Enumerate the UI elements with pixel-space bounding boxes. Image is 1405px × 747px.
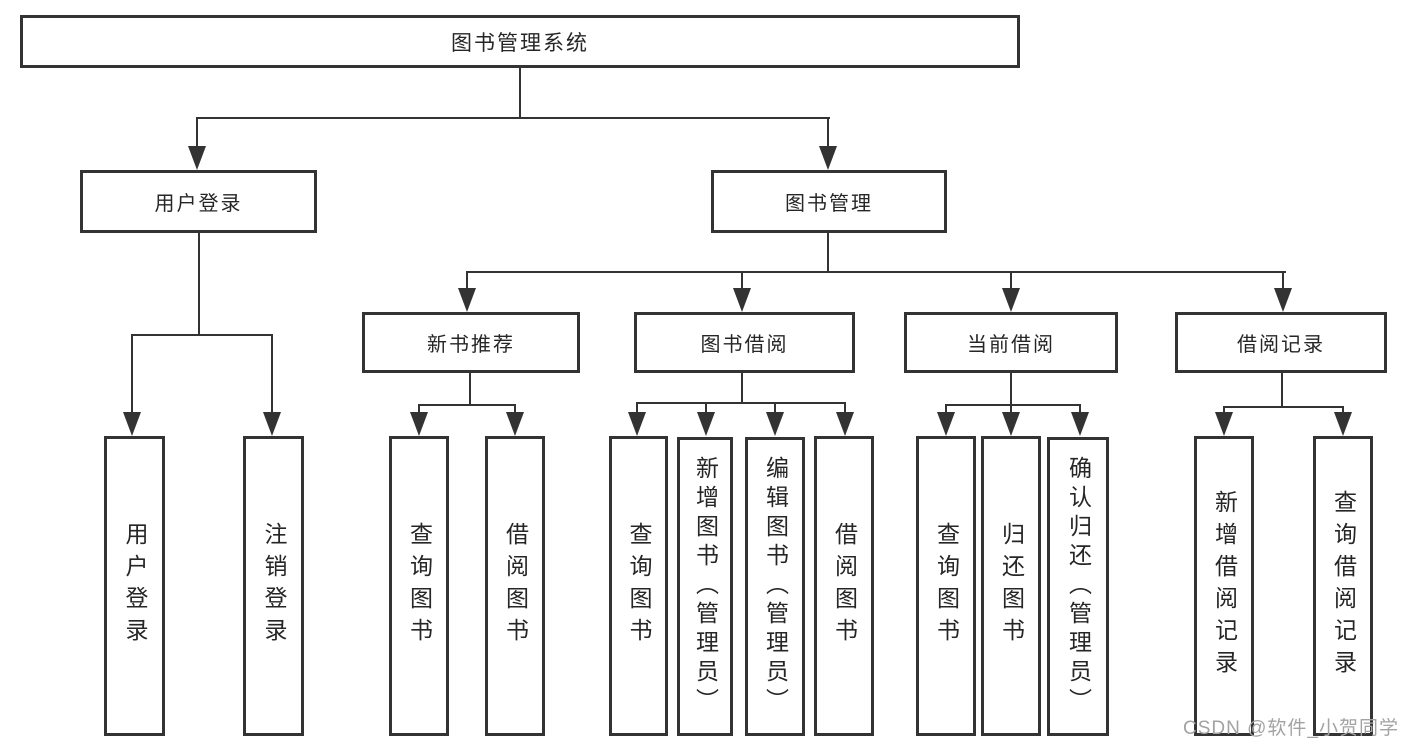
- node-new-book-recommend-label: 新书推荐: [427, 334, 515, 356]
- connector-line: [131, 336, 133, 414]
- connector-line: [636, 402, 846, 404]
- leaf-query-books-current-label: 查询图书: [933, 522, 960, 650]
- leaf-borrow-books: 借阅图书: [814, 436, 874, 736]
- connector-line: [1282, 273, 1284, 291]
- leaf-add-books-admin-label: 新增图书（管理员）: [692, 456, 719, 717]
- arrow-down-icon: [1274, 288, 1292, 312]
- arrow-down-icon: [1002, 412, 1020, 436]
- arrow-down-icon: [819, 146, 837, 170]
- arrow-down-icon: [1334, 412, 1352, 436]
- leaf-query-borrow-record-label: 查询借阅记录: [1330, 490, 1357, 682]
- leaf-query-books-borrow: 查询图书: [609, 436, 668, 736]
- node-book-borrow-label: 图书借阅: [700, 334, 789, 356]
- leaf-return-books-label: 归还图书: [998, 522, 1025, 650]
- node-borrow-record-label: 借阅记录: [1237, 334, 1325, 356]
- connector-line: [271, 336, 273, 414]
- connector-line: [844, 404, 846, 414]
- leaf-logout-label: 注销登录: [261, 522, 287, 650]
- node-current-borrow: 当前借阅: [904, 312, 1118, 373]
- leaf-confirm-return-admin-label: 确认归还（管理员）: [1065, 456, 1092, 717]
- leaf-query-books-borrow-label: 查询图书: [626, 522, 652, 650]
- leaf-add-borrow-record: 新增借阅记录: [1194, 436, 1254, 736]
- node-new-book-recommend: 新书推荐: [362, 312, 580, 373]
- connector-line: [1079, 406, 1081, 414]
- leaf-query-borrow-record: 查询借阅记录: [1313, 436, 1373, 736]
- connector-line: [774, 404, 776, 414]
- leaf-add-borrow-record-label: 新增借阅记录: [1211, 490, 1238, 682]
- arrow-down-icon: [937, 412, 955, 436]
- node-book-management: 图书管理: [711, 170, 947, 233]
- arrow-down-icon: [1002, 288, 1020, 312]
- connector-line: [418, 404, 516, 406]
- arrow-down-icon: [410, 412, 428, 436]
- connector-line: [1342, 408, 1344, 414]
- connector-line: [466, 273, 468, 291]
- connector-line: [741, 373, 743, 404]
- connector-line: [1010, 373, 1012, 406]
- connector-line: [418, 406, 420, 414]
- arrow-down-icon: [628, 412, 646, 436]
- connector-line: [196, 119, 198, 149]
- connector-line: [196, 117, 830, 119]
- arrow-down-icon: [506, 412, 524, 436]
- node-borrow-record: 借阅记录: [1175, 312, 1387, 373]
- connector-line: [1223, 406, 1344, 408]
- node-root-label: 图书管理系统: [451, 31, 589, 55]
- leaf-logout: 注销登录: [243, 436, 304, 736]
- connector-line: [1010, 273, 1012, 291]
- leaf-return-books: 归还图书: [981, 436, 1041, 736]
- connector-line: [705, 404, 707, 414]
- arrow-down-icon: [1071, 412, 1089, 436]
- node-user-login-label: 用户登录: [154, 193, 243, 215]
- node-book-borrow: 图书借阅: [634, 312, 855, 373]
- connector-line: [827, 233, 829, 273]
- arrow-down-icon: [697, 412, 715, 436]
- leaf-user-login: 用户登录: [104, 436, 165, 736]
- arrow-down-icon: [836, 412, 854, 436]
- connector-line: [827, 119, 829, 149]
- connector-line: [466, 271, 1286, 273]
- arrow-down-icon: [123, 412, 141, 436]
- leaf-confirm-return-admin: 确认归还（管理员）: [1047, 437, 1109, 736]
- connector-line: [945, 406, 947, 414]
- leaf-borrow-books-recommend: 借阅图书: [485, 436, 545, 736]
- connector-line: [519, 68, 521, 118]
- node-root: 图书管理系统: [20, 15, 1020, 68]
- connector-line: [469, 373, 471, 406]
- connector-line: [1010, 406, 1012, 414]
- leaf-borrow-books-recommend-label: 借阅图书: [502, 522, 529, 650]
- arrow-down-icon: [263, 412, 281, 436]
- leaf-borrow-books-label: 借阅图书: [831, 522, 858, 650]
- leaf-query-books-recommend-label: 查询图书: [406, 522, 433, 650]
- leaf-add-books-admin: 新增图书（管理员）: [677, 437, 733, 736]
- connector-line: [741, 273, 743, 291]
- connector-line: [1223, 408, 1225, 414]
- arrow-down-icon: [188, 146, 206, 170]
- leaf-query-books-current: 查询图书: [916, 436, 976, 736]
- connector-line: [945, 404, 1081, 406]
- leaf-edit-books-admin-label: 编辑图书（管理员）: [762, 456, 789, 717]
- watermark: CSDN @软件_小贺同学: [1183, 718, 1399, 739]
- arrow-down-icon: [733, 288, 751, 312]
- arrow-down-icon: [458, 288, 476, 312]
- connector-line: [514, 406, 516, 414]
- connector-line: [636, 404, 638, 414]
- leaf-user-login-label: 用户登录: [122, 522, 148, 650]
- connector-line: [131, 334, 273, 336]
- connector-line: [198, 233, 200, 336]
- node-user-login: 用户登录: [80, 170, 317, 233]
- connector-line: [1281, 373, 1283, 408]
- node-current-borrow-label: 当前借阅: [967, 334, 1055, 356]
- node-book-management-label: 图书管理: [785, 193, 873, 215]
- leaf-query-books-recommend: 查询图书: [389, 436, 449, 736]
- arrow-down-icon: [766, 412, 784, 436]
- arrow-down-icon: [1215, 412, 1233, 436]
- leaf-edit-books-admin: 编辑图书（管理员）: [745, 437, 805, 736]
